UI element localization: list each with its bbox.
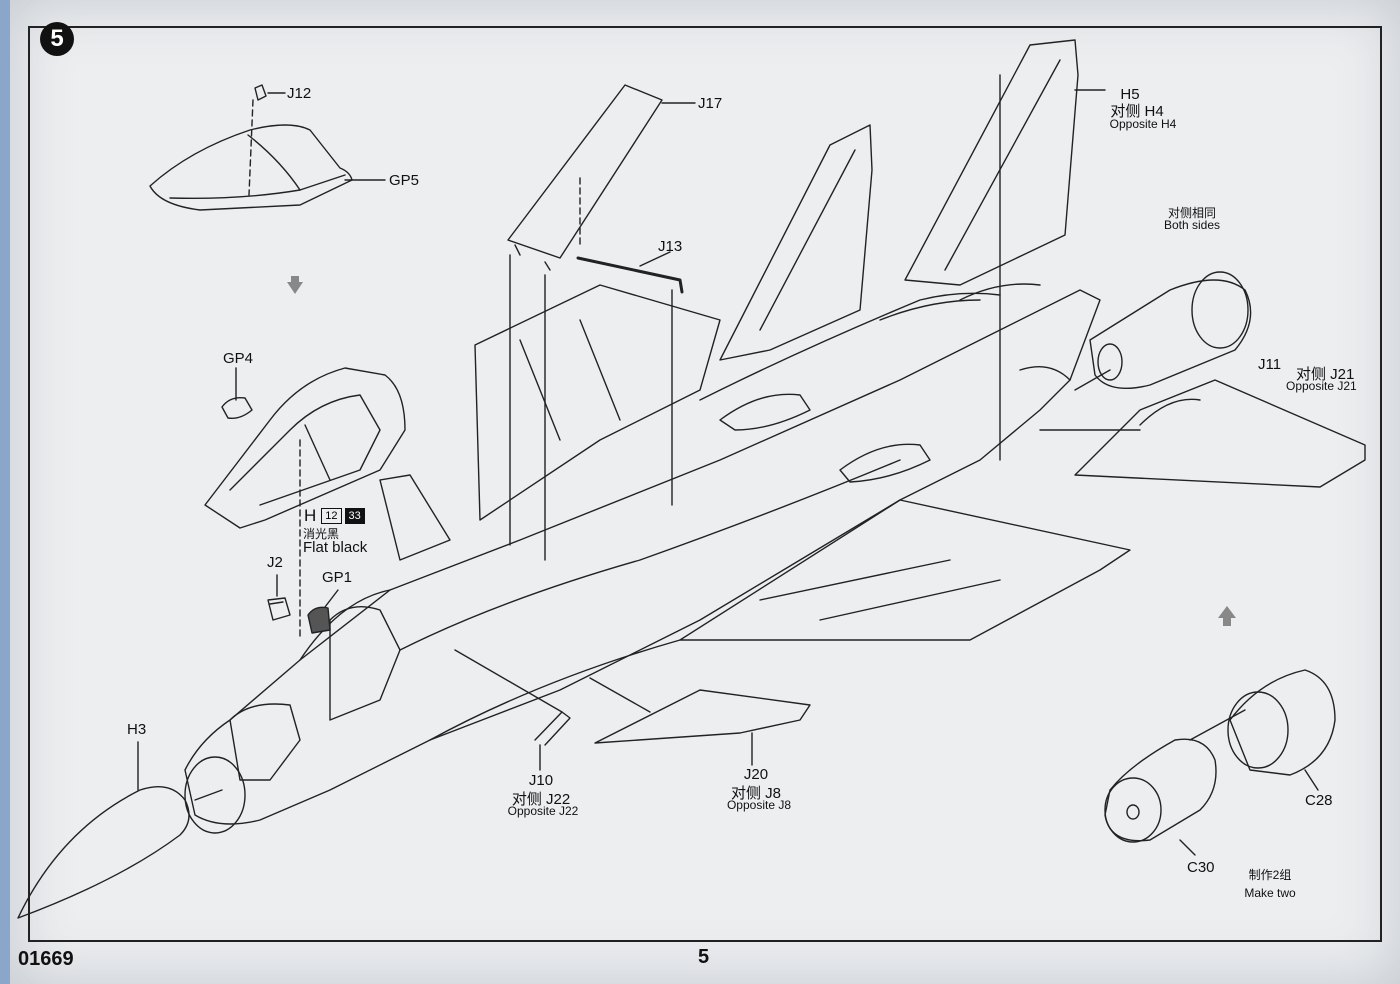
label-make-two: Make two (1244, 886, 1296, 900)
down-arrow-icon (287, 282, 303, 294)
label-j8-en: Opposite J8 (726, 798, 792, 812)
label-j22: 对侧 J22 (511, 791, 571, 808)
label-h5: H5 (1120, 86, 1140, 103)
label-j13: J13 (658, 238, 683, 255)
vertical-fin-left (719, 124, 873, 361)
step-number-badge: 5 (40, 22, 74, 56)
label-c30: C30 (1187, 859, 1215, 876)
fuselage (184, 283, 1101, 834)
guide-lines (509, 74, 1001, 561)
label-j8: 对侧 J8 (730, 785, 782, 802)
label-j11: J11 (1258, 356, 1282, 373)
canopy-gp4 (204, 367, 406, 529)
label-gp5: GP5 (389, 172, 420, 189)
label-gp4: GP4 (223, 350, 254, 367)
exhaust-can-c30 (1104, 738, 1217, 843)
rod-j13 (576, 256, 684, 294)
paint-name-en: Flat black (303, 539, 368, 556)
vertical-fin-h5 (904, 39, 1079, 286)
paint-code-2: 33 (344, 508, 365, 524)
kit-code: 01669 (18, 948, 74, 970)
up-arrow-icon (1218, 606, 1236, 618)
label-make-two-cn: 制作2组 (1248, 868, 1292, 882)
label-j21: 对侧 J21 (1296, 366, 1355, 383)
wing-upper (474, 284, 721, 521)
paint-part: H (304, 506, 317, 525)
seat-gp1 (307, 606, 331, 634)
label-j20: J20 (743, 766, 769, 783)
strake-j20 (594, 689, 811, 744)
stabilizer-j11 (1074, 379, 1366, 488)
label-j21-en: Opposite J21 (1286, 379, 1357, 393)
part-j2 (267, 597, 291, 621)
paint-name-cn: 消光黑 (303, 527, 340, 541)
label-j17: J17 (698, 95, 723, 112)
label-j2: J2 (267, 554, 283, 571)
label-gp1: GP1 (322, 569, 353, 586)
label-both-sides-cn: 对侧相同 (1167, 206, 1217, 220)
nose-cone-h3 (17, 786, 190, 919)
label-h4: 对侧 H4 (1110, 103, 1164, 120)
instruction-sheet (10, 0, 1400, 984)
wing-lower (679, 499, 1131, 641)
airbrake-j17 (507, 84, 663, 271)
label-h3: H3 (127, 721, 147, 738)
paint-code-1: 12 (321, 508, 342, 524)
label-j12: J12 (287, 85, 312, 102)
exhaust-nozzle-upper (1089, 271, 1252, 389)
label-c28: C28 (1305, 792, 1333, 809)
step-frame (28, 26, 1382, 942)
label-j10: J10 (528, 772, 554, 789)
label-h4-en: Opposite H4 (1109, 117, 1177, 131)
nozzle-c28 (1227, 669, 1336, 776)
paint-reference: H 12 33 (304, 506, 365, 526)
page-number: 5 (698, 946, 710, 968)
ventral-fin (379, 474, 451, 561)
canopy-frame-gp5 (149, 84, 353, 211)
label-both-sides: Both sides (1163, 218, 1221, 232)
label-j22-en: Opposite J22 (507, 804, 579, 818)
probe-j10 (534, 711, 571, 746)
